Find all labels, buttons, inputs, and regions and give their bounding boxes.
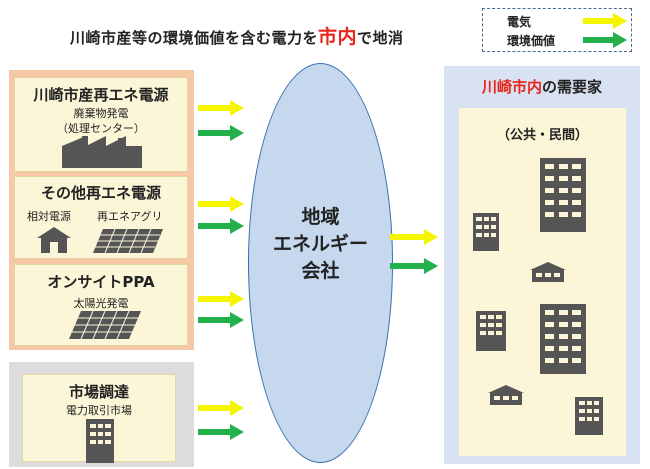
tall-building-icon (540, 304, 586, 374)
electricity-arrow-icon (198, 196, 244, 212)
source-subtitle: 廃棄物発電 (73, 107, 129, 120)
factory-icon (62, 136, 142, 168)
environmental-value-arrow-icon (198, 218, 244, 234)
hub-label: 地域 エネルギー 会社 (248, 204, 393, 285)
environmental-value-arrow-icon (198, 312, 244, 328)
source-subtitle: 太陽光発電 (73, 297, 129, 310)
source-subtitle: 相対電源 (27, 210, 71, 223)
house-icon (530, 262, 566, 282)
house-icon (488, 385, 524, 405)
hub-label-line: 会社 (301, 260, 340, 282)
source-title: その他再エネ電源 (40, 184, 161, 202)
consumers-title: 川崎市内の需要家 (444, 76, 640, 97)
source-title: オンサイトPPA (47, 273, 155, 291)
local-energy-company-hub (248, 63, 393, 463)
electricity-arrow-icon (198, 400, 244, 416)
source-title: 川崎市産再エネ電源 (33, 86, 169, 104)
hub-label-line: エネルギー (272, 233, 368, 255)
legend-yellow-arrow-icon (583, 13, 627, 29)
source-other-renewable: その他再エネ電源 相対電源 再エネアグリ (14, 176, 188, 259)
source-kawasaki-renewable: 川崎市産再エネ電源 廃棄物発電 （処理センター） (14, 77, 188, 172)
environmental-value-arrow-icon (198, 424, 244, 440)
environmental-value-arrow-icon (390, 258, 438, 274)
page-title: 川崎市産等の環境価値を含む電力を市内で地消 (70, 22, 490, 49)
solar-panel-icon (93, 228, 163, 254)
building-icon (476, 311, 506, 351)
source-subtitle: 電力取引市場 (66, 404, 132, 417)
source-onsite-ppa: オンサイトPPA 太陽光発電 (14, 264, 188, 346)
environmental-value-arrow-icon (198, 125, 244, 141)
consumers-subtitle: （公共・民間） (496, 128, 588, 143)
consumers-title-rest: の需要家 (542, 78, 603, 96)
tall-building-icon (540, 158, 586, 232)
legend-electricity-label: 電気 (507, 15, 532, 29)
title-prefix: 川崎市産等の環境価値を含む電力を (70, 29, 319, 47)
electricity-arrow-icon (198, 291, 244, 307)
electricity-arrow-icon (198, 100, 244, 116)
legend-environmental-value-label: 環境価値 (507, 34, 556, 48)
building-icon (473, 213, 499, 251)
solar-panel-icon (69, 310, 141, 340)
legend-green-arrow-icon (583, 32, 627, 48)
source-subtitle: 再エネアグリ (97, 210, 163, 223)
hub-label-line: 地域 (301, 206, 340, 228)
building-icon (86, 419, 114, 463)
source-title: 市場調達 (68, 383, 129, 401)
title-highlight: 市内 (318, 26, 358, 48)
source-subtitle: （処理センター） (57, 122, 145, 135)
title-suffix: で地消 (357, 29, 404, 47)
source-market: 市場調達 電力取引市場 (22, 374, 176, 463)
house-icon (37, 227, 71, 253)
building-icon (575, 397, 603, 435)
legend: 電気 環境価値 (482, 8, 632, 52)
consumers-title-highlight: 川崎市内 (481, 78, 542, 96)
electricity-arrow-icon (390, 229, 438, 245)
